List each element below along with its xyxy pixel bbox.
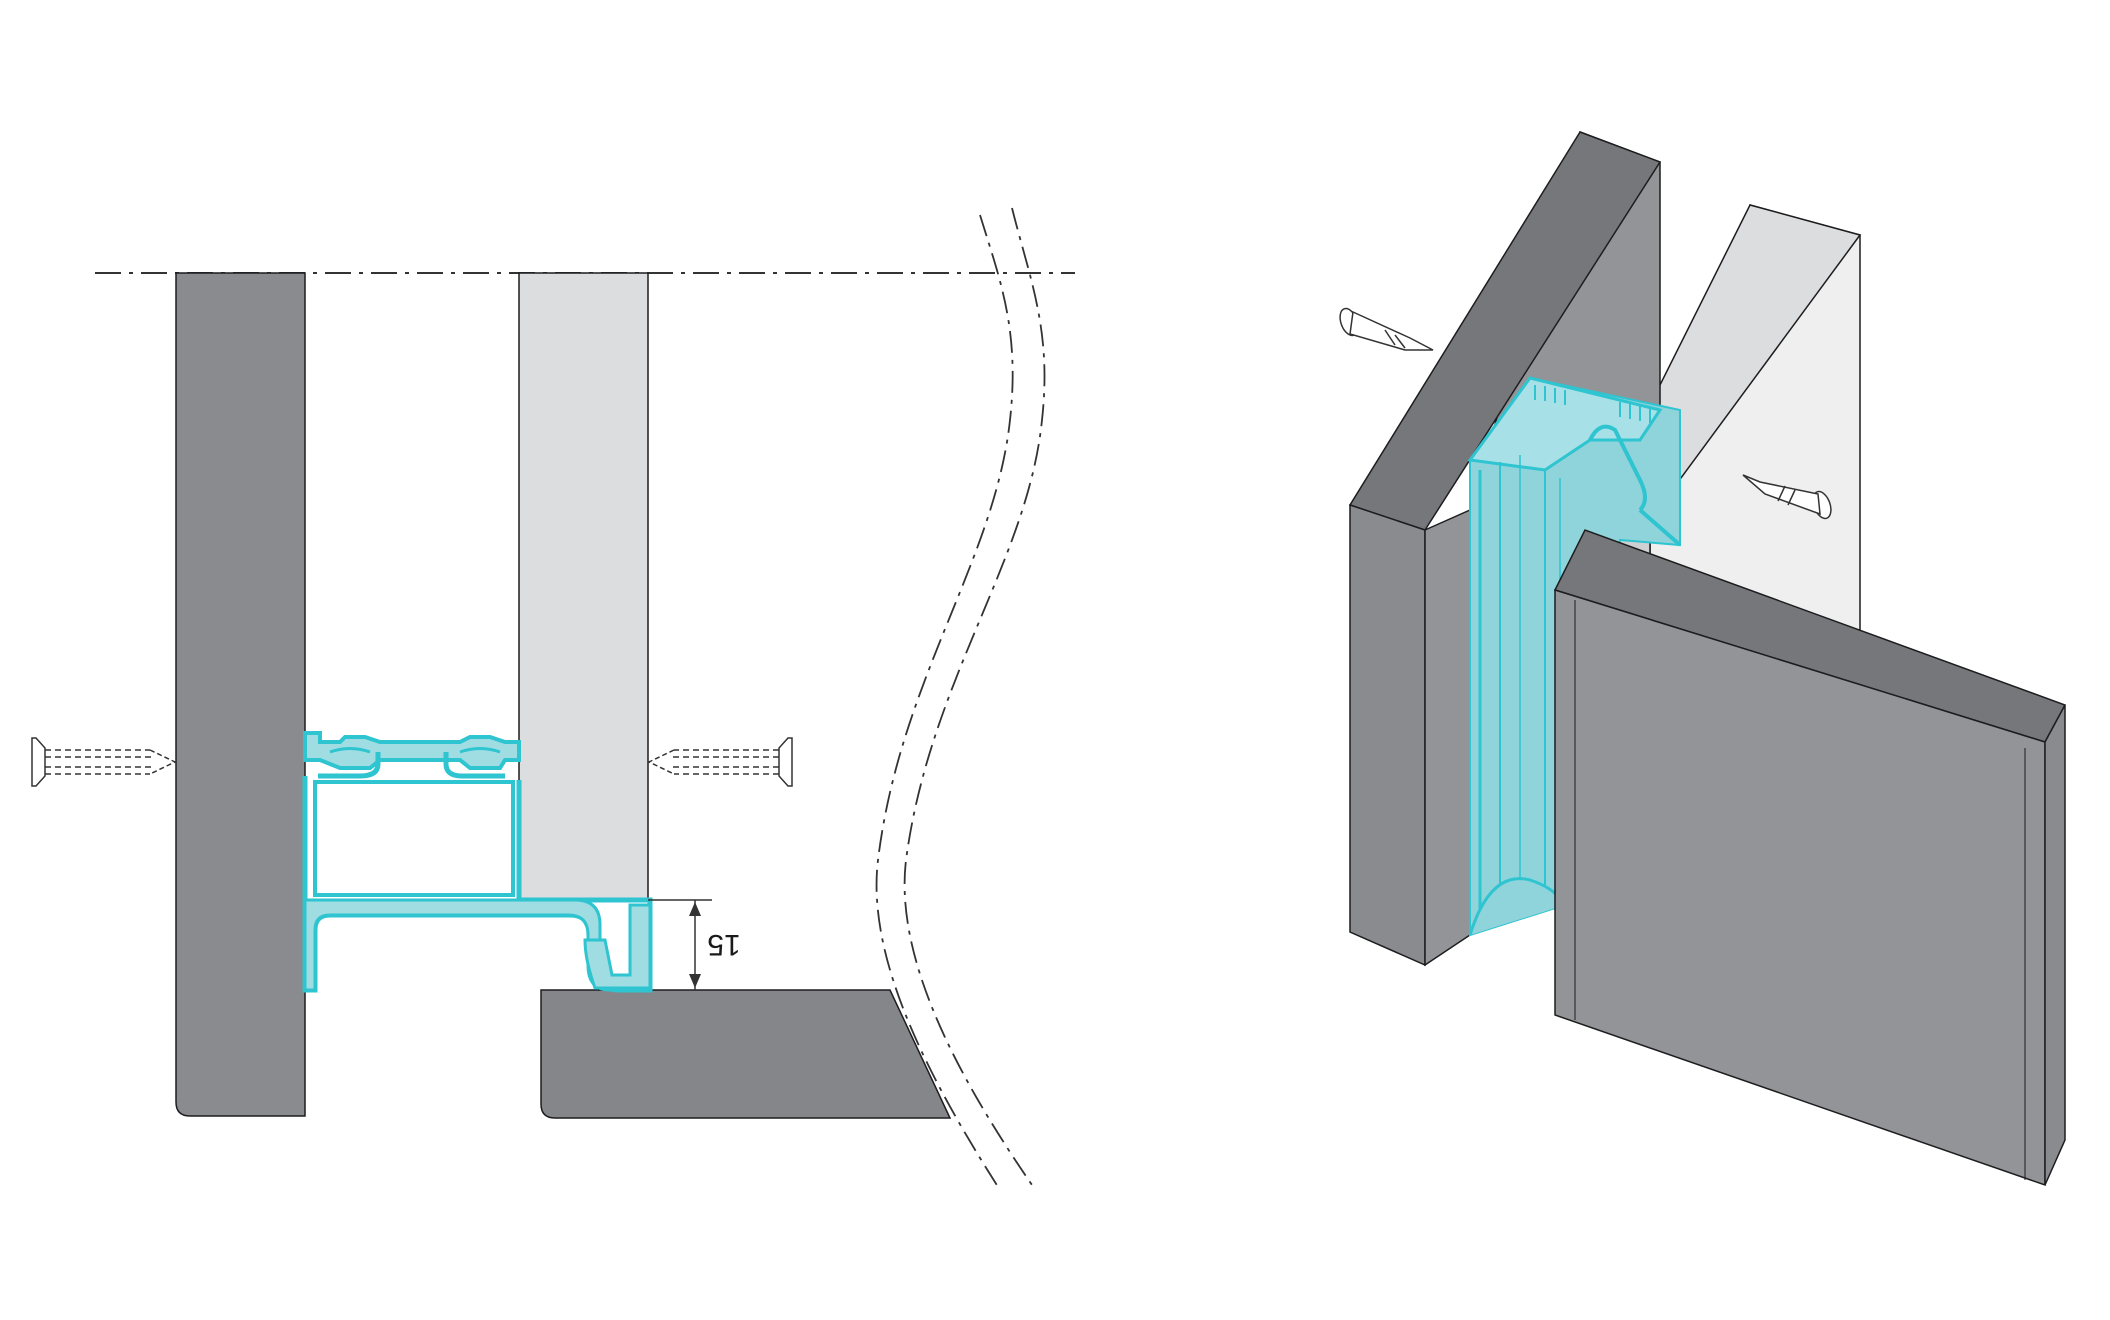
bottom-panel xyxy=(540,989,952,1119)
dimension-label: 15 xyxy=(707,928,740,961)
screw-icon xyxy=(1742,474,1832,520)
section-view: 15 xyxy=(31,207,1075,1191)
break-line xyxy=(875,207,1046,1191)
left-side-panel xyxy=(175,272,306,1117)
screw-icon xyxy=(31,737,177,787)
front-door-panel-iso xyxy=(1553,529,2067,1187)
screw-icon xyxy=(647,737,793,787)
dimension-15: 15 xyxy=(648,899,741,990)
connector-profile-section xyxy=(302,731,653,993)
isometric-view xyxy=(1339,131,2067,1187)
screw-icon xyxy=(1339,307,1434,351)
center-partition-panel xyxy=(518,272,649,901)
